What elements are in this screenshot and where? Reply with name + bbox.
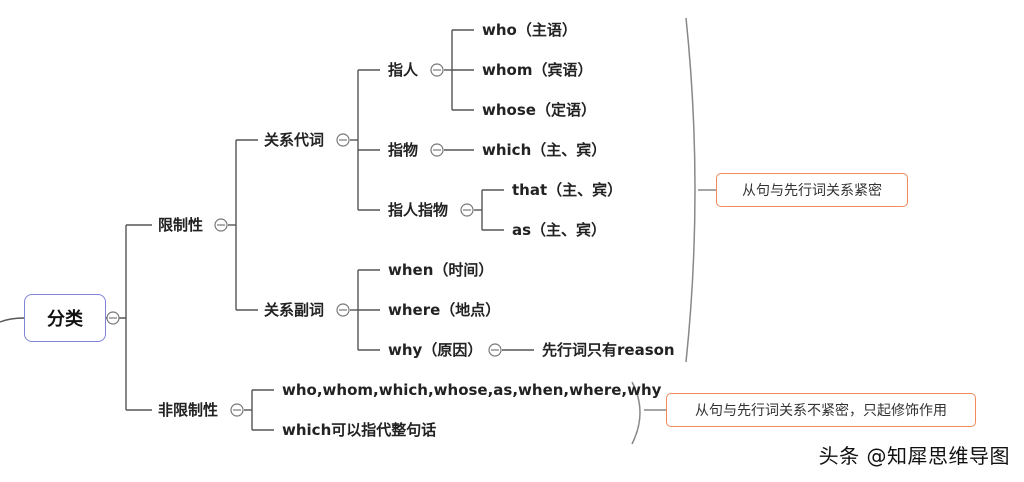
leaf-nonrestrictive-which[interactable]: which可以指代整句话 bbox=[282, 421, 437, 439]
leaf-whose[interactable]: whose（定语） bbox=[482, 101, 596, 119]
node-relative-adverb[interactable]: 关系副词 bbox=[264, 301, 325, 319]
summary-nonrestrictive[interactable]: 从句与先行词关系不紧密，只起修饰作用 bbox=[666, 393, 976, 427]
leaf-that[interactable]: that（主、宾） bbox=[512, 181, 623, 199]
node-refers-both[interactable]: 指人指物 bbox=[388, 201, 449, 219]
node-restrictive[interactable]: 限制性 bbox=[158, 216, 204, 234]
root-node[interactable]: 分类 bbox=[24, 294, 106, 342]
leaf-why[interactable]: why（原因） bbox=[388, 341, 483, 359]
node-relative-pronoun[interactable]: 关系代词 bbox=[264, 131, 325, 149]
summary-bracket-nonrestrictive bbox=[631, 381, 641, 445]
node-refers-thing[interactable]: 指物 bbox=[388, 141, 419, 159]
leaf-when[interactable]: when（时间） bbox=[388, 261, 494, 279]
leaf-which[interactable]: which（主、宾） bbox=[482, 141, 607, 159]
leaf-who[interactable]: who（主语） bbox=[482, 21, 577, 39]
summary-bracket-restrictive bbox=[685, 17, 696, 363]
watermark: 头条 @知犀思维导图 bbox=[818, 444, 1010, 468]
leaf-whom[interactable]: whom（宾语） bbox=[482, 61, 593, 79]
root-incoming-line bbox=[0, 317, 25, 323]
leaf-why-note[interactable]: 先行词只有reason bbox=[542, 341, 675, 359]
summary-restrictive[interactable]: 从句与先行词关系紧密 bbox=[716, 173, 908, 207]
node-refers-person[interactable]: 指人 bbox=[388, 61, 419, 79]
node-nonrestrictive[interactable]: 非限制性 bbox=[158, 401, 219, 419]
leaf-nonrestrictive-words[interactable]: who,whom,which,whose,as,when,where,why bbox=[282, 381, 662, 399]
leaf-where[interactable]: where（地点） bbox=[388, 301, 501, 319]
leaf-as[interactable]: as（主、宾） bbox=[512, 221, 607, 239]
